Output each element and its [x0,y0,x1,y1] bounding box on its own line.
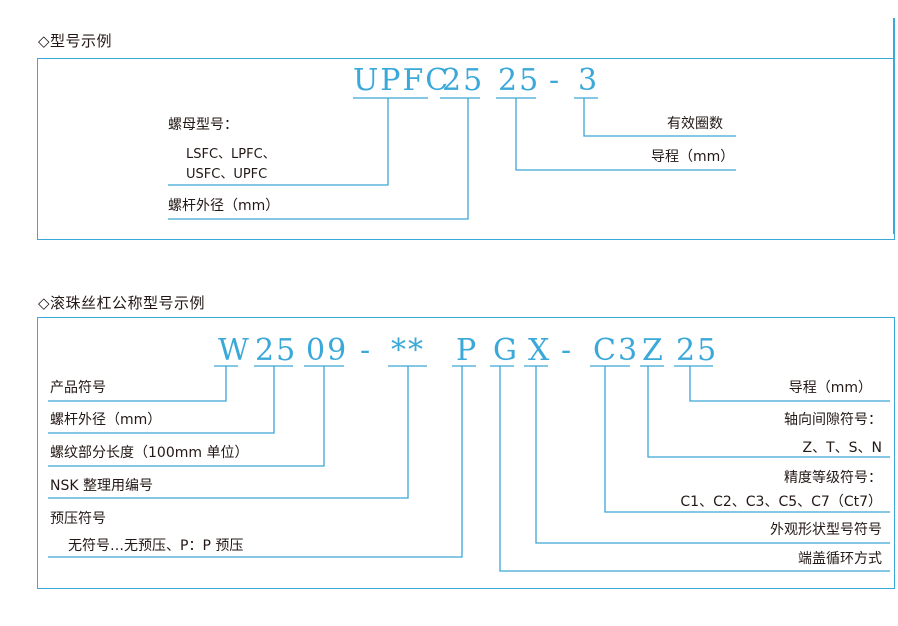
code-dash-2: - [561,333,574,368]
label-endcap: 端盖循环方式 [798,551,882,567]
label-nut-list-1: LSFC、LPFC、 [186,147,276,162]
label-nut-model: 螺母型号： [168,117,238,133]
leader-lead [515,98,736,171]
label-shaft-dia: 螺杆外径（mm） [168,198,280,214]
leader-thread-len [48,366,325,467]
code-w: W [218,333,251,368]
leader-lead-2 [689,366,890,402]
code-lead-2: 25 [676,333,719,368]
leader-shaft-dia-2 [48,366,275,434]
ballscrew-example-box [37,317,895,589]
leader-shape [535,366,890,544]
section-title-ballscrew-example: ◇滚珠丝杠公称型号示例 [38,294,206,312]
label-axial-list: Z、T、S、N [802,440,882,456]
label-nsk-no: NSK 整理用编号 [50,478,153,494]
label-lead: 导程（mm） [651,149,735,165]
section2-leaders [48,365,890,572]
code-dash: - [549,63,562,98]
code-x: X [528,333,552,368]
label-axial: 轴向间隙符号： [784,412,882,428]
leader-turns [583,98,736,137]
right-border-rule [893,18,895,234]
section-title-model-example: ◇型号示例 [38,32,113,50]
code-z: Z [642,333,665,368]
leader-endcap [499,366,890,572]
code-lead: 25 [498,63,541,98]
code-upfc: UPFC [353,63,451,98]
label-accuracy-list: C1、C2、C3、C5、C7（Ct7） [680,494,882,510]
code-len: 09 [306,333,349,368]
label-accuracy: 精度等级符号： [784,470,882,486]
label-nut-list-2: USFC、UPFC [186,167,268,182]
leader-axial [647,366,890,458]
label-preload-desc: 无符号…无预压、P：P 预压 [68,538,244,554]
label-preload: 预压符号 [50,511,106,527]
label-shaft-dia-2: 螺杆外径（mm） [50,412,162,428]
code-num: ** [391,333,425,368]
code-c3: C3 [593,333,640,368]
code-g: G [493,333,519,368]
code-dash-1: - [360,333,373,368]
code-p: P [456,333,479,368]
label-product: 产品符号 [50,380,106,396]
leader-nut-model [168,98,389,186]
leader-product [48,366,227,402]
leader-preload [48,366,463,558]
model-example-box [37,58,895,240]
code-shaft-dia: 25 [442,63,485,98]
section1-leaders [168,97,736,220]
label-shape: 外观形状型号符号 [770,522,882,538]
code-dia: 25 [255,333,298,368]
leader-shaft-dia [168,98,469,220]
leader-nsk-no [48,366,409,499]
label-lead-2: 导程（mm） [788,380,872,396]
label-thread-len: 螺纹部分长度（100mm 单位） [50,445,249,461]
code-turns: 3 [578,63,600,98]
label-turns: 有效圈数 [667,116,723,132]
leader-accuracy [604,366,890,513]
